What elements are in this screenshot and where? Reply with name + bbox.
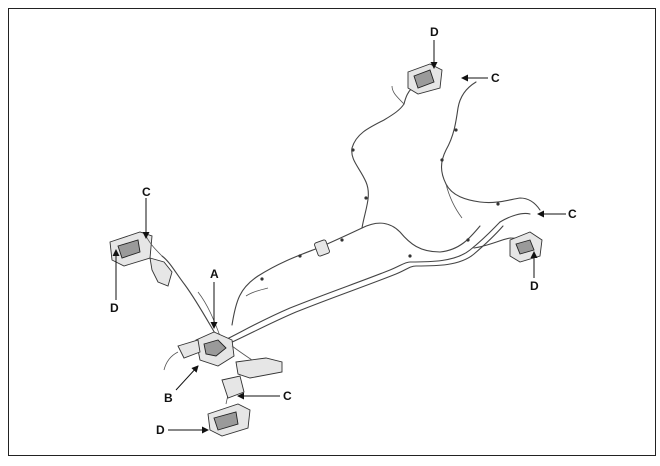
line-clip: [496, 202, 500, 206]
rear-right-caliper-assembly: [509, 231, 543, 263]
line-clip: [351, 148, 355, 152]
front-lower-caliper-assembly: [207, 375, 251, 437]
callout-d-label: D: [430, 25, 439, 39]
line-clip: [260, 277, 264, 281]
callout-arrows: [112, 40, 566, 434]
line-clip: [466, 238, 470, 242]
callout-b-label: B: [164, 391, 173, 405]
callout-c-label: C: [491, 71, 500, 85]
line-clip: [340, 238, 344, 242]
diagram-frame: [8, 8, 656, 456]
line-clip: [454, 128, 458, 132]
callout-d-label: D: [156, 423, 165, 437]
line-clip: [364, 196, 368, 200]
callout-c-label: C: [283, 389, 292, 403]
callout-labels: A B C C C C D D D D: [110, 25, 577, 437]
rear-top-caliper-assembly: [407, 63, 443, 95]
line-clip: [440, 158, 444, 162]
front-left-caliper-assembly: [109, 231, 173, 287]
callout-d-label: D: [110, 301, 119, 315]
callout-c-label: C: [142, 185, 151, 199]
brake-lines: [161, 81, 541, 345]
callout-a-label: A: [210, 267, 219, 281]
callout-d-label: D: [530, 279, 539, 293]
callout-c-label: C: [568, 207, 577, 221]
line-clip: [408, 254, 412, 258]
line-clips: [260, 128, 500, 281]
line-clip: [298, 254, 302, 258]
abs-modulator-assembly: [163, 331, 283, 379]
callout-b-arrow: [175, 365, 199, 391]
junction-block: [314, 239, 330, 257]
